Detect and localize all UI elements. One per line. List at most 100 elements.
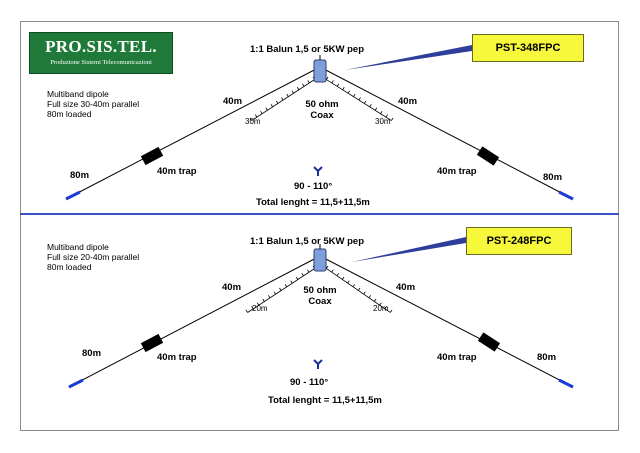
ladder-rung (353, 93, 356, 97)
model-name: PST-248FPC (486, 235, 552, 247)
description: Multiband dipole Full size 20-40m parall… (47, 242, 139, 272)
ladder-rung (331, 269, 334, 273)
right-element-wire (319, 255, 574, 388)
ladder-rung (301, 273, 304, 277)
right-trap (476, 146, 500, 166)
ladder-rung (254, 114, 258, 118)
ladder-rung (265, 107, 268, 111)
left-end-label: 80m (82, 348, 102, 359)
ladder-rung (325, 265, 329, 269)
ladder-rung (391, 117, 394, 121)
ladder-rung (368, 295, 371, 299)
coax-impedance: 50 ohm (305, 99, 339, 110)
left-trap-label: 40m trap (157, 352, 197, 363)
angle-label: 90 - 110° (290, 377, 329, 388)
left-parallel-label: 20m (252, 304, 268, 313)
ladder-rung (363, 100, 367, 104)
ladder-rung (281, 97, 284, 101)
ladder-rung (256, 302, 260, 306)
model-name: PST-348FPC (495, 42, 561, 54)
callout-pointer (352, 237, 466, 262)
diagram-frame (20, 21, 619, 431)
ladder-rung (290, 280, 293, 284)
left-trap (140, 146, 164, 166)
balun-body (313, 248, 327, 272)
ladder-rung (245, 309, 248, 313)
description: Multiband dipole Full size 30-40m parall… (47, 89, 139, 119)
total-length-label: Total lenght = 11,5+11,5m (256, 197, 370, 208)
ladder-rung (385, 114, 388, 118)
logo-tagline: Produzione Sistemi Telecomunicazioni (50, 59, 152, 66)
ladder-rung (295, 276, 299, 280)
ladder-rung (336, 83, 340, 87)
coax-impedance: 50 ohm (303, 285, 337, 296)
callout-pointer (345, 45, 472, 70)
left-40m-label: 40m (222, 282, 242, 293)
right-element-end (558, 190, 574, 201)
right-end-label: 80m (537, 352, 557, 363)
ladder-rung (384, 306, 387, 310)
balun-body (313, 59, 327, 83)
ladder-rung (302, 83, 305, 87)
left-end-label: 80m (70, 170, 90, 181)
left-element-end (68, 378, 84, 389)
ladder-rung (389, 309, 393, 313)
ladder-rung (369, 104, 372, 108)
right-trap-label: 40m trap (437, 166, 477, 177)
ladder-rung (249, 117, 252, 121)
ladder-rung (357, 287, 361, 291)
coax-type: Coax (308, 296, 332, 307)
ladder-rung (260, 110, 263, 114)
angle-antenna-icon (313, 359, 323, 369)
ladder-rung (373, 298, 377, 302)
description-line: Multiband dipole (47, 89, 109, 99)
ladder-rung (307, 269, 310, 273)
ladder-rung (273, 291, 276, 295)
ladder-rung (262, 298, 265, 302)
description-line: 80m loaded (47, 109, 92, 119)
ladder-rung (352, 284, 355, 288)
section-divider (20, 213, 619, 215)
ladder-rung (347, 90, 351, 94)
angle-antenna-icon (313, 166, 323, 176)
left-trap (140, 333, 164, 353)
logo-brand: PRO.SIS.TEL. (45, 37, 157, 56)
right-40m-label: 40m (396, 282, 416, 293)
ladder-rung (379, 302, 382, 306)
ladder-rung (363, 291, 366, 295)
right-trap (477, 332, 501, 352)
ladder-rung (270, 104, 273, 108)
model-callout: PST-248FPC (466, 227, 572, 255)
ladder-rung (326, 76, 329, 80)
ladder-rung (275, 100, 279, 104)
coax-type: Coax (310, 110, 334, 121)
total-length-label: Total lenght = 11,5+11,5m (268, 395, 382, 406)
ladder-rung (342, 87, 345, 91)
right-element-end (558, 378, 574, 389)
left-element-wire (68, 255, 321, 388)
coax-label: 50 ohm Coax (298, 285, 342, 307)
coax-label: 50 ohm Coax (300, 99, 344, 121)
ladder-rung (380, 110, 383, 114)
ladder-rung (296, 87, 300, 90)
ladder-rung (251, 306, 254, 310)
ladder-rung (341, 276, 345, 280)
right-trap-label: 40m trap (437, 352, 477, 363)
left-element-wire (65, 66, 321, 200)
left-trap-label: 40m trap (157, 166, 197, 177)
ladder-rung (307, 80, 310, 84)
ladder-rung (279, 287, 282, 291)
description-line: 80m loaded (47, 262, 92, 272)
description-line: Full size 30-40m parallel (47, 99, 140, 109)
left-40m-label: 40m (223, 96, 243, 107)
company-logo: PRO.SIS.TEL. Produzione Sistemi Telecomu… (29, 32, 173, 74)
right-40m-label: 40m (398, 96, 418, 107)
ladder-rung (286, 93, 289, 97)
right-end-label: 80m (543, 172, 563, 183)
ladder-rung (267, 295, 271, 299)
right-parallel-label: 20m (373, 304, 389, 313)
ladder-rung (358, 97, 361, 101)
ladder-rung (291, 90, 294, 94)
ladder-rung (284, 284, 288, 288)
